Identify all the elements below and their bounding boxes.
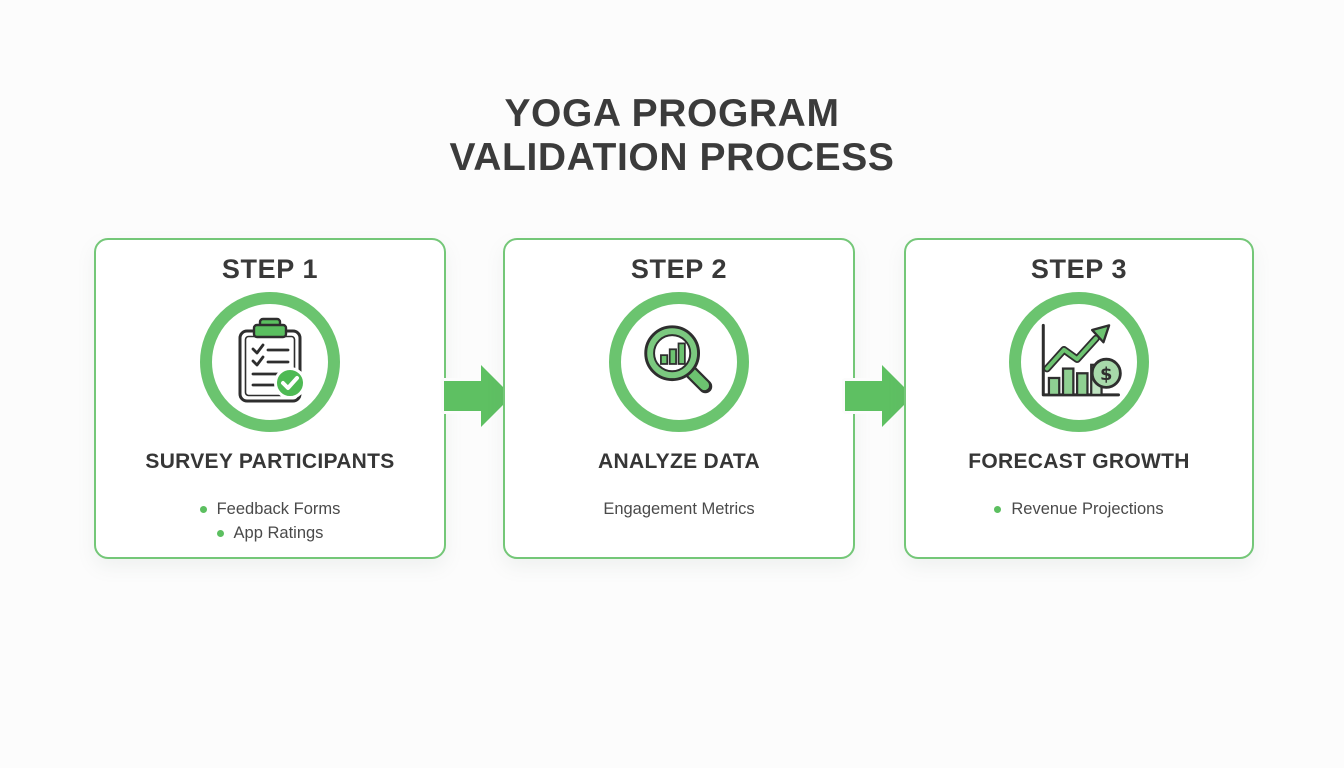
clipboard-checklist-icon [238, 317, 306, 403]
step-2-label: STEP 2 [630, 254, 728, 284]
step-2-items: Engagement Metrics [603, 501, 754, 518]
list-item-text: Engagement Metrics [603, 500, 755, 518]
step-1-heading: SURVEY PARTICIPANTS [145, 450, 395, 473]
list-item-text: App Ratings [233, 524, 324, 542]
magnifier-bar-chart-icon [644, 325, 713, 394]
page-title-line2: VALIDATION PROCESS [449, 136, 895, 179]
arrow-right-icon [842, 362, 916, 430]
step-2-heading: ANALYZE DATA [598, 450, 760, 473]
step-3-items: Revenue Projections [994, 500, 1164, 518]
growth-chart-dollar-icon: $ [1041, 323, 1122, 397]
bullet-dot [199, 506, 207, 513]
page-title: YOGA PROGRAM VALIDATION PROCESS [0, 92, 1344, 180]
step-2-icon-ring [609, 292, 749, 432]
list-item: App Ratings [216, 524, 324, 542]
list-item-text: Feedback Forms [216, 500, 341, 518]
step-1-card: STEP 1 SURVEY PARTICIPANTS Feedback [94, 238, 446, 559]
bullet-dot [994, 506, 1002, 513]
step-1-items: Feedback Forms App Ratings [199, 500, 341, 542]
page-title-line1: YOGA PROGRAM [504, 92, 840, 135]
step-3-label: STEP 3 [1030, 254, 1128, 284]
step-3-heading: FORECAST GROWTH [968, 450, 1190, 473]
list-item: Revenue Projections [994, 500, 1164, 518]
list-item: Engagement Metrics [603, 501, 754, 518]
bullet-dot [216, 530, 224, 537]
arrow-right-icon [441, 362, 515, 430]
step-1-icon-ring [200, 292, 340, 432]
list-item: Feedback Forms [199, 500, 341, 518]
step-1-label: STEP 1 [221, 254, 319, 284]
step-2-card: STEP 2 ANALYZE DATA Engagement Metrics [503, 238, 855, 559]
step-3-card: STEP 3 $ FORECAST GROWTH Revenue Project… [904, 238, 1254, 559]
step-3-icon-ring: $ [1009, 292, 1149, 432]
list-item-text: Revenue Projections [1011, 500, 1164, 518]
svg-text:$: $ [1100, 364, 1112, 385]
